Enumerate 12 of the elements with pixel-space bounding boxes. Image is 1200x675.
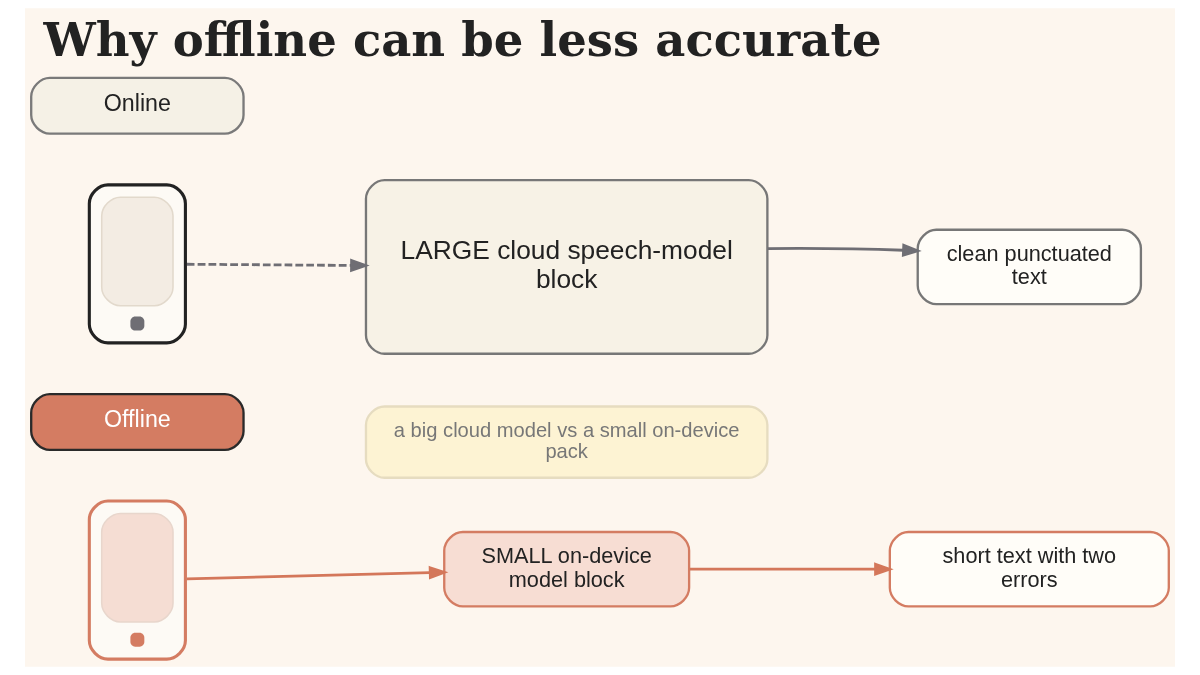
arrow bbox=[767, 243, 922, 258]
node-box: Online bbox=[30, 76, 245, 135]
node-box: Offline bbox=[30, 392, 245, 452]
diagram-title: Why offline can be less accurate bbox=[43, 12, 882, 68]
arrow bbox=[186, 565, 449, 581]
node-box: a big cloud model vs a small on-device pack bbox=[364, 405, 769, 479]
node-box: LARGE cloud speech-model block bbox=[364, 179, 769, 355]
arrow bbox=[186, 258, 370, 273]
node-box: short text with two errors bbox=[888, 530, 1170, 608]
arrow bbox=[689, 562, 894, 577]
node-box: clean punctuated text bbox=[916, 228, 1143, 306]
node-box: SMALL on-device model block bbox=[443, 530, 691, 608]
